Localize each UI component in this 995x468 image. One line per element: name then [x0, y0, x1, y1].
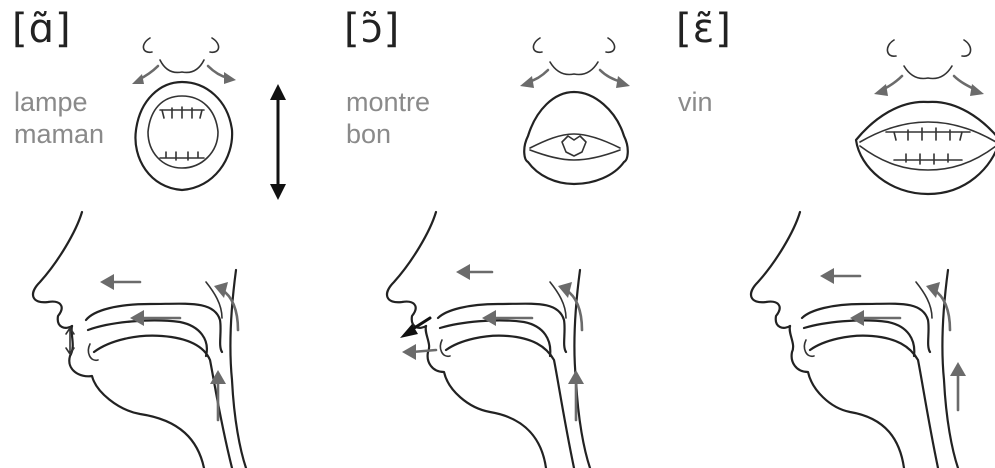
mouth-open-wide [135, 82, 232, 190]
nasal-airflow-arrows [874, 76, 984, 96]
mouth-spread [856, 102, 995, 194]
nose-drawing [887, 40, 970, 79]
jaw-opening-arrow [270, 84, 286, 200]
nasal-airflow-arrows [520, 70, 630, 88]
nose-drawing [143, 38, 218, 73]
head-profile [751, 212, 958, 468]
panel-in: [ɛ̃] vin [664, 0, 995, 468]
nasal-vowel-illustration [664, 0, 995, 468]
panel-on: [ɔ̃] montre bon [332, 0, 663, 468]
nasal-vowel-illustration [332, 0, 663, 468]
nasal-vowel-illustration [0, 0, 331, 468]
head-profile [33, 212, 246, 468]
head-profile [387, 212, 590, 468]
airflow-arrows [66, 274, 238, 420]
mouth-rounded [524, 92, 628, 184]
nose-drawing [533, 38, 614, 75]
panel-an: [ɑ̃] lampe maman [0, 0, 331, 468]
